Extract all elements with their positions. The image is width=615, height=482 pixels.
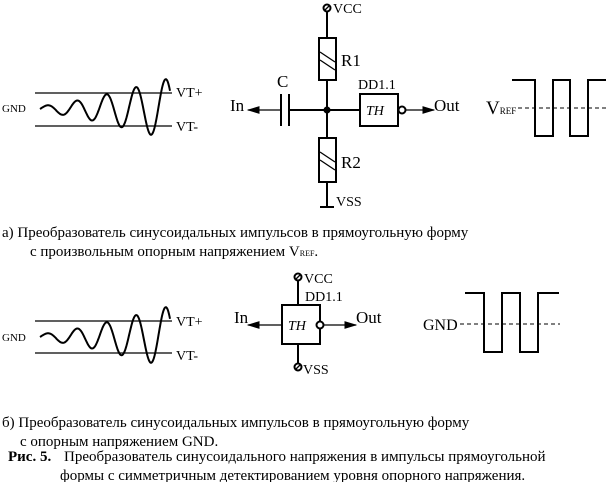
inverter-bubble-icon — [397, 105, 407, 115]
caption-a-line2: с произвольным опорным напряжением VREF. — [30, 244, 318, 260]
caption-a-line1: а) Преобразователь синусоидальных импуль… — [2, 225, 469, 241]
resistor-r1 — [318, 37, 337, 81]
resistor-r2 — [318, 137, 337, 183]
square-wave — [465, 292, 559, 353]
vt-minus-label: VT- — [176, 120, 198, 135]
out-label: Out — [434, 96, 460, 115]
vt-plus-label: VT+ — [176, 315, 203, 330]
dd1-1-label: DD1.1 — [358, 78, 396, 93]
vcc-label: VCC — [333, 2, 362, 17]
gnd-ref-label: GND — [423, 317, 458, 334]
figure-label: Рис. 5. — [8, 449, 51, 465]
vref-label: VREF — [486, 98, 516, 119]
sine-wave — [39, 78, 171, 136]
vt-minus-label: VT- — [176, 349, 198, 364]
input-waveform-a: GND VT+ VT- — [2, 78, 203, 136]
vt-plus-label: VT+ — [176, 86, 203, 101]
in-label: In — [234, 308, 249, 327]
c-label: C — [277, 72, 288, 91]
gnd-label: GND — [2, 332, 26, 344]
vcc-label: VCC — [304, 272, 333, 287]
vss-label: VSS — [303, 363, 329, 378]
th-label: TH — [288, 319, 307, 334]
vss-terminal-icon — [293, 362, 303, 372]
output-waveform-a: VREF — [486, 79, 606, 137]
caption-b-line2: с опорным напряжением GND. — [20, 434, 218, 450]
inverter-bubble-icon — [315, 320, 325, 330]
caption-b-line1: б) Преобразователь синусоидальных импуль… — [2, 415, 470, 431]
circuit-a: VCC R1 R2 VSS C In TH DD1.1 Out — [230, 2, 460, 210]
circuit-b: VCC DD1.1 TH VSS In Out — [234, 272, 382, 378]
vcc-terminal-icon — [293, 272, 303, 282]
output-waveform-b: GND — [423, 292, 560, 353]
sine-wave — [39, 306, 171, 364]
vcc-terminal-icon — [322, 3, 332, 13]
gnd-label: GND — [2, 103, 26, 115]
figure-caption-line1: Преобразователь синусоидального напряжен… — [64, 449, 546, 465]
th-label: TH — [366, 104, 385, 119]
r2-label: R2 — [341, 153, 361, 172]
figure-caption-line2: формы с симметричным детектированием уро… — [60, 468, 525, 482]
dd1-1-label: DD1.1 — [305, 290, 343, 305]
vss-label: VSS — [336, 195, 362, 210]
r1-label: R1 — [341, 51, 361, 70]
input-waveform-b: GND VT+ VT- — [2, 306, 203, 364]
out-label: Out — [356, 308, 382, 327]
in-label: In — [230, 96, 245, 115]
